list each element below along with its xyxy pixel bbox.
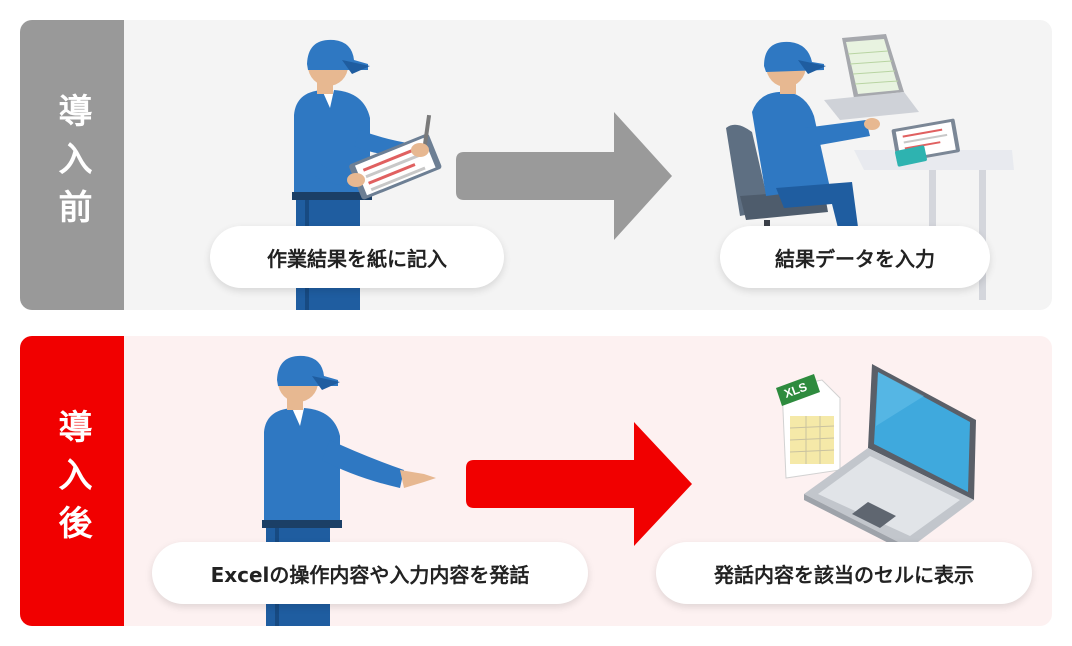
laptop-illustration bbox=[804, 364, 976, 554]
before-step1-pill: 作業結果を紙に記入 bbox=[210, 226, 504, 288]
worker-at-desk-illustration bbox=[726, 34, 1014, 300]
before-step2-text: 結果データを入力 bbox=[775, 246, 935, 271]
after-label: 導入後 bbox=[52, 409, 92, 553]
after-step2-pill: 発話内容を該当のセルに表示 bbox=[656, 542, 1032, 604]
before-label: 導入前 bbox=[52, 93, 92, 237]
arrow-before bbox=[456, 112, 672, 240]
before-step1-text: 作業結果を紙に記入 bbox=[267, 246, 447, 271]
worker-writing-illustration bbox=[292, 39, 442, 310]
before-panel: 導入前 bbox=[20, 20, 1052, 310]
before-step2-pill: 結果データを入力 bbox=[720, 226, 990, 288]
after-step2-text: 発話内容を該当のセルに表示 bbox=[714, 562, 974, 587]
after-step1-pill: Excelの操作内容や入力内容を発話 bbox=[152, 542, 588, 604]
before-label-bar: 導入前 bbox=[20, 20, 124, 310]
after-step1-text: Excelの操作内容や入力内容を発話 bbox=[210, 562, 530, 587]
spreadsheet-file-icon: XLS bbox=[776, 374, 841, 479]
arrow-after bbox=[466, 422, 692, 546]
after-illustration: XLS bbox=[262, 355, 976, 626]
after-label-bar: 導入後 bbox=[20, 336, 124, 626]
before-illustration bbox=[292, 34, 1014, 310]
after-panel: 導入後 XLS bbox=[20, 336, 1052, 626]
